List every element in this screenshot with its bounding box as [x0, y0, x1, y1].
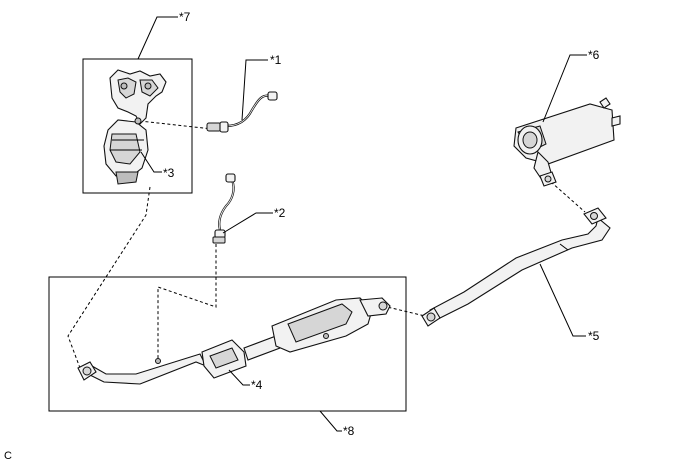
callout-2: *2 — [274, 206, 286, 220]
manifold-group-box — [82, 58, 193, 194]
connection-lines — [67, 120, 586, 369]
callout-5: *5 — [588, 329, 600, 343]
center-exhaust-pipe — [421, 207, 611, 327]
front-pipe-group-box — [48, 276, 407, 412]
tailpipe-muffler — [513, 97, 621, 187]
air-fuel-ratio-sensor — [206, 91, 278, 133]
leader-lines — [137, 16, 587, 432]
front-exhaust-pipe — [77, 297, 391, 385]
heated-oxygen-sensor — [212, 173, 236, 244]
figure-code: C — [4, 450, 12, 462]
callout-1: *1 — [270, 53, 282, 67]
callout-3: *3 — [163, 166, 175, 180]
callout-4: *4 — [251, 378, 263, 392]
callout-7: *7 — [179, 10, 191, 24]
callout-8: *8 — [343, 424, 355, 438]
exhaust-manifold-converter — [103, 69, 167, 185]
callout-6: *6 — [588, 48, 600, 62]
